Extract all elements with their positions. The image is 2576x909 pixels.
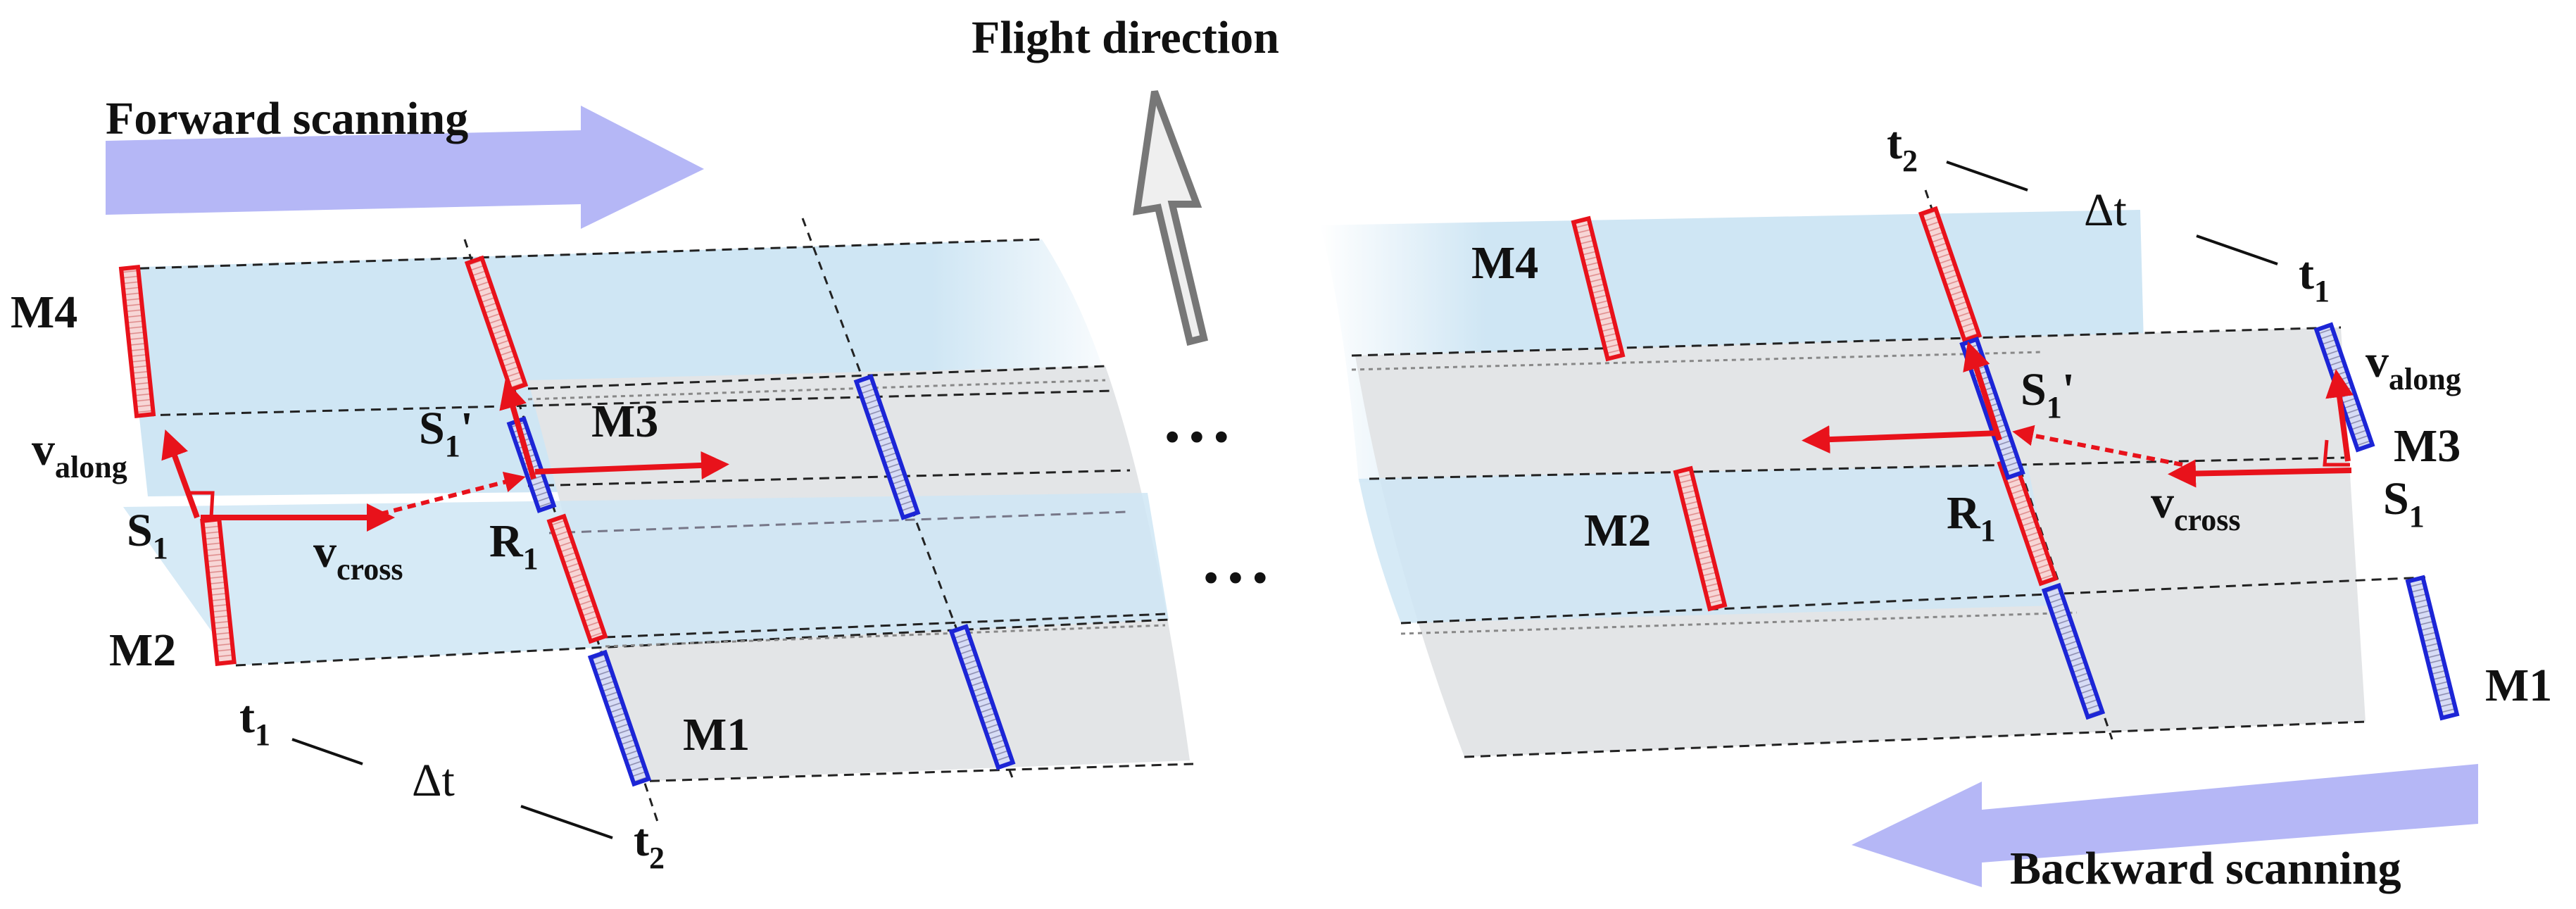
- left-dotted-arrow: [379, 471, 526, 516]
- right-v-cross-arrow: [2168, 459, 2352, 488]
- left-panel: Forward scanning M4 M2 M3 M1 valong vcro…: [11, 93, 1194, 875]
- left-label-delta-t: Δt: [412, 755, 455, 806]
- backward-scanning-label: Backward scanning: [2010, 843, 2401, 894]
- right-panel: Backward scanning M4 M2 M3 M1 valong vcr…: [1320, 118, 2552, 894]
- left-label-t2: t2: [634, 815, 665, 875]
- right-dt-line-2: [2196, 234, 2278, 265]
- right-label-s1: S1: [2383, 473, 2425, 534]
- left-label-m2: M2: [109, 625, 176, 676]
- left-label-v-along: valong: [32, 424, 127, 484]
- right-detector-top-red: [1918, 206, 1983, 344]
- right-dt-line-1: [1946, 161, 2028, 192]
- right-v-along-arrow: [2325, 369, 2354, 462]
- center: Flight direction • • • • • •: [972, 12, 1279, 601]
- left-label-v-cross: vcross: [313, 526, 403, 587]
- right-label-m4: M4: [1471, 237, 1538, 289]
- left-detector-r1-red: [546, 513, 608, 644]
- left-label-r1: R1: [489, 515, 539, 576]
- right-label-r1: R1: [1947, 487, 1996, 548]
- flight-direction-arrow: [1133, 90, 1209, 346]
- right-detector-lower-blue: [2041, 582, 2106, 720]
- right-label-m1: M1: [2485, 660, 2552, 711]
- ellipsis-top: • • •: [1165, 414, 1229, 460]
- left-label-m3: M3: [591, 396, 658, 447]
- right-label-m3: M3: [2394, 420, 2461, 472]
- left-dt-line-2: [520, 805, 613, 839]
- left-label-m4: M4: [11, 287, 77, 338]
- flight-direction-label: Flight direction: [972, 12, 1279, 63]
- ellipsis-bottom: • • •: [1204, 555, 1267, 601]
- right-r1-along-arrow: [1963, 341, 2002, 441]
- left-m3-arrow: [534, 451, 729, 479]
- right-label-v-along: valong: [2365, 336, 2461, 396]
- right-label-t1: t1: [2299, 248, 2330, 308]
- left-r1-along-arrow: [499, 380, 536, 480]
- right-label-v-cross: vcross: [2151, 477, 2241, 537]
- right-detector-m4: [1571, 215, 1626, 362]
- left-detector-m1b-blue: [948, 624, 1016, 770]
- forward-scanning-label: Forward scanning: [106, 93, 468, 144]
- left-detector-m4: [118, 265, 156, 418]
- left-detector-m1-blue: [587, 649, 652, 787]
- right-label-delta-t: Δt: [2084, 184, 2127, 236]
- left-label-m1: M1: [683, 709, 750, 760]
- right-detector-m1-blue: [2405, 575, 2460, 721]
- right-leftward-arrow: [1802, 425, 2000, 454]
- left-detector-m3-blue: [853, 374, 921, 520]
- right-label-m2: M2: [1584, 505, 1651, 556]
- left-v-along-arrow: [161, 429, 200, 519]
- right-right-angle: [2323, 439, 2350, 467]
- left-label-s1-prime: S1': [419, 403, 473, 463]
- right-label-s1-prime: S1': [2021, 364, 2075, 425]
- left-swath-mid-blue: [123, 493, 1169, 665]
- right-detector-m2: [1673, 465, 1728, 612]
- left-right-angle: [189, 491, 215, 518]
- backward-scanning-arrow: [1852, 764, 2478, 887]
- left-label-s1: S1: [127, 505, 168, 565]
- left-dt-line-1: [291, 738, 363, 765]
- forward-scanning-arrow: [106, 106, 704, 229]
- left-label-t1: t1: [239, 691, 270, 752]
- right-label-t2: t2: [1887, 118, 1918, 178]
